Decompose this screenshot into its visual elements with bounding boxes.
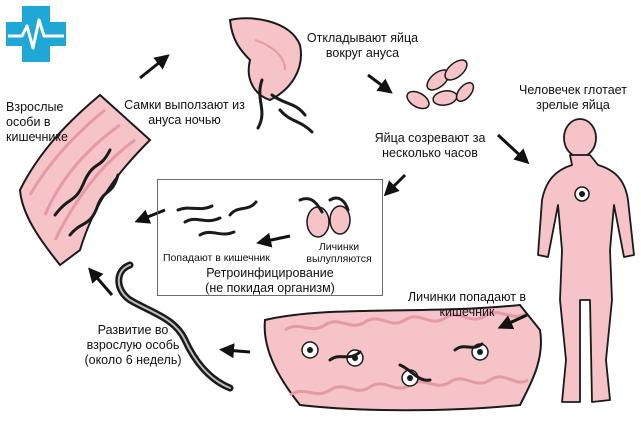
label-line: вылупляются — [306, 253, 372, 265]
get-into-intestine-label: Попадают в кишечник — [163, 252, 270, 264]
arrow-icon — [367, 73, 393, 94]
small-larvae-group — [176, 200, 258, 237]
retroinfection-box — [157, 179, 383, 296]
label-line: (не покидая организм) — [205, 281, 335, 295]
arrow-icon — [256, 232, 291, 248]
label-line: вокруг ануса — [325, 46, 400, 60]
label-line: Человечек глотает — [519, 83, 627, 97]
arrow-icon — [383, 173, 407, 197]
medical-cross-pulse-icon — [6, 6, 66, 62]
label-line: (около 6 недель) — [84, 353, 182, 367]
label-line: Яйца созревают за — [374, 131, 486, 145]
label-line: ануса ночью — [148, 113, 221, 127]
label-line: кишечнике — [6, 130, 68, 144]
label-line: особи в — [6, 115, 51, 129]
females-crawl-out-label: Самки выползают из ануса ночью — [112, 98, 257, 128]
developing-worm-illustration — [115, 261, 234, 392]
label-line: зрелые яйца — [536, 98, 610, 112]
retroinfection-label: Ретроинфицирование (не покидая организм) — [190, 266, 350, 296]
anus-illustration — [228, 17, 314, 134]
human-figure — [537, 118, 635, 403]
lay-eggs-label: Откладывают яйца вокруг ануса — [300, 31, 425, 61]
arrow-icon — [497, 313, 528, 330]
label-line: Личинки попадают в — [407, 290, 527, 304]
label-line: Личинки — [318, 241, 360, 253]
human-swallows-label: Человечек глотает зрелые яйца — [511, 83, 635, 113]
egg-cluster-top — [406, 59, 475, 110]
label-line: Самки выползают из — [124, 98, 245, 112]
larvae-hatch-label: Личинки вылупляются — [304, 241, 374, 265]
arrow-icon — [496, 133, 530, 165]
arrow-icon — [219, 343, 251, 359]
lower-intestine-illustration — [263, 303, 542, 412]
arrow-icon — [134, 208, 166, 224]
eggs-mature-label: Яйца созревают за несколько часов — [364, 131, 496, 161]
label-line: Откладывают яйца — [306, 31, 419, 45]
arrow-icon — [88, 267, 114, 296]
larvae-reach-intestine-label: Личинки попадают в кишечник — [402, 290, 532, 320]
cycle-arrows — [88, 54, 530, 359]
adults-in-intestine-label: Взрослые особи в кишечнике — [6, 100, 68, 145]
label-line: кишечник — [439, 305, 495, 319]
label-line: несколько часов — [382, 146, 478, 160]
adult-intestine-illustration — [18, 93, 152, 267]
label-line: взрослую особь — [86, 338, 180, 352]
label-line: Развитие во — [97, 323, 169, 337]
label-line: Ретроинфицирование — [206, 266, 334, 280]
hatching-eggs — [298, 196, 351, 238]
arrow-icon — [139, 54, 170, 80]
development-label: Развитие во взрослую особь (около 6 неде… — [74, 323, 192, 368]
label-line: Взрослые — [6, 100, 64, 114]
